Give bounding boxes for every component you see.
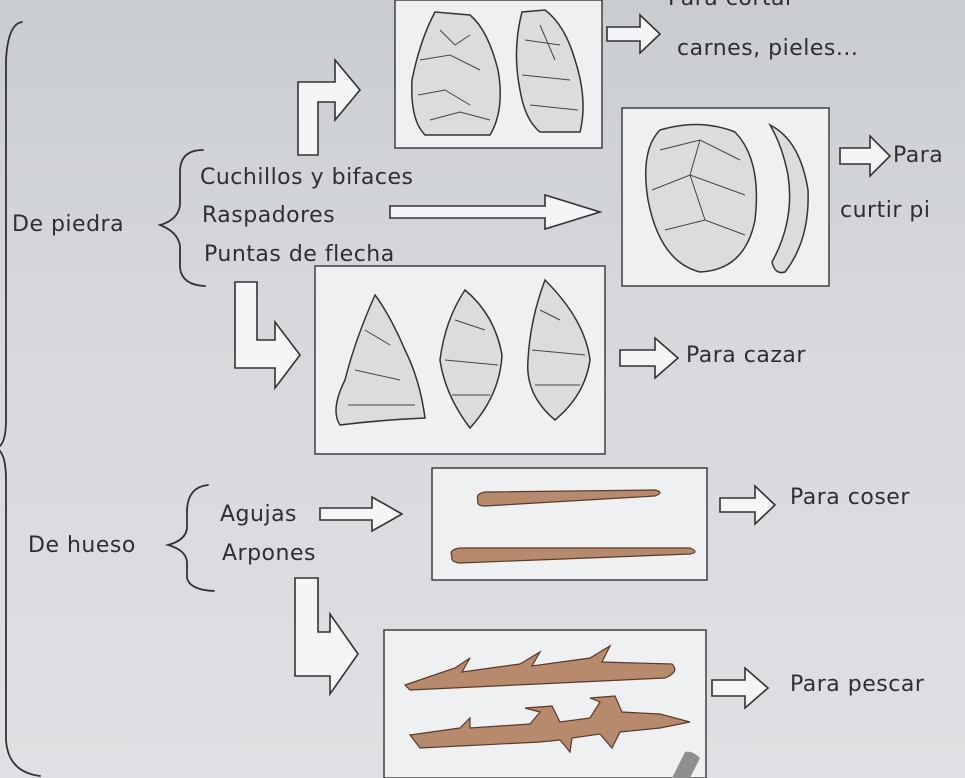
label-agujas: Agujas [220, 502, 297, 527]
label-para-top-right: Para [893, 143, 943, 168]
label-arpones: Arpones [222, 541, 316, 566]
label-para-coser: Para coser [790, 485, 910, 510]
arrow-scrapers-to-tan [840, 136, 890, 176]
arrow-down-to-harpoons [295, 578, 358, 694]
label-de-hueso: De hueso [28, 533, 136, 558]
outer-brace [0, 22, 40, 776]
arrow-needles-to-sew [720, 486, 775, 524]
label-curtir: curtir pi [840, 198, 930, 223]
arrow-arrowheads-to-hunt [620, 338, 678, 378]
label-para-cazar: Para cazar [686, 343, 806, 368]
arrow-down-to-arrowheads [235, 282, 300, 388]
harpoons-image-box [384, 630, 706, 778]
arrow-harpoons-to-fish [712, 668, 768, 708]
arrow-raspadores-to-scrapers [390, 195, 600, 229]
label-raspadores: Raspadores [202, 203, 335, 228]
arrow-knives-to-cut [607, 15, 660, 53]
label-puntas: Puntas de flecha [204, 242, 395, 267]
arrow-up-to-knives [298, 60, 360, 155]
hueso-brace [168, 485, 214, 591]
piedra-brace [160, 150, 205, 286]
label-cuchillos: Cuchillos y bifaces [200, 165, 414, 190]
label-cut-partial: Para cortar [668, 0, 795, 11]
arrow-agujas-to-needles [320, 497, 402, 531]
label-para-pescar: Para pescar [790, 672, 924, 697]
label-de-piedra: De piedra [12, 212, 124, 237]
label-cut-items: carnes, pieles... [677, 36, 858, 61]
needles-image-box [432, 468, 707, 580]
